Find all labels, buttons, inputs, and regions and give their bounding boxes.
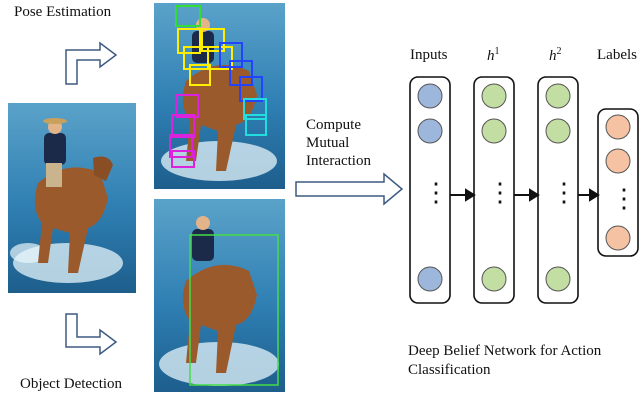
hidden2-node (545, 118, 571, 144)
hidden1-node (481, 266, 507, 292)
pose-box (175, 94, 199, 118)
pose-box (189, 64, 211, 86)
pose-arrow-icon (65, 41, 118, 85)
layer-column-labels (597, 108, 639, 257)
label-node (605, 114, 631, 140)
ellipsis-h2: ⋮ (551, 178, 577, 207)
pose-estimation-photo (154, 3, 285, 189)
pose-box (169, 134, 193, 158)
input-node (417, 118, 443, 144)
object-box (189, 234, 279, 386)
compute-label-line1: Compute (306, 117, 361, 133)
pose-box (177, 28, 201, 54)
ellipsis-inputs: ⋮ (423, 178, 449, 207)
input-node (417, 83, 443, 109)
caption-line2: Classification (408, 362, 491, 378)
ellipsis-h1: ⋮ (487, 178, 513, 207)
layer-label-h2: h2 (549, 46, 562, 64)
arrowhead-icon (589, 188, 600, 202)
caption-line1: Deep Belief Network for Action (408, 343, 602, 359)
arrowhead-icon (529, 188, 540, 202)
object-detection-photo (154, 199, 285, 392)
hidden2-node (545, 266, 571, 292)
compute-label-line2: Mutual (306, 135, 350, 151)
ellipsis-labels: ⋮ (611, 184, 637, 213)
pose-box (175, 5, 201, 27)
pose-estimation-label: Pose Estimation (14, 4, 112, 20)
pose-box (171, 150, 195, 168)
pose-box (245, 114, 267, 136)
object-detection-label: Object Detection (20, 376, 123, 392)
pose-box (239, 76, 263, 102)
pose-box (243, 98, 267, 120)
label-node (605, 225, 631, 251)
detection-arrow-icon (65, 313, 118, 356)
layer-label-inputs: Inputs (410, 47, 448, 63)
hidden1-node (481, 83, 507, 109)
compute-arrow-icon (295, 172, 404, 206)
source-photo (8, 103, 136, 293)
pose-box (171, 114, 195, 138)
pose-box (201, 28, 225, 52)
layer-label-labels: Labels (597, 47, 637, 63)
input-node (417, 266, 443, 292)
arrowhead-icon (465, 188, 476, 202)
layer-label-h1: h1 (487, 46, 500, 64)
hidden2-node (545, 83, 571, 109)
hidden1-node (481, 118, 507, 144)
label-node (605, 148, 631, 174)
compute-label-line3: Interaction (306, 153, 371, 169)
